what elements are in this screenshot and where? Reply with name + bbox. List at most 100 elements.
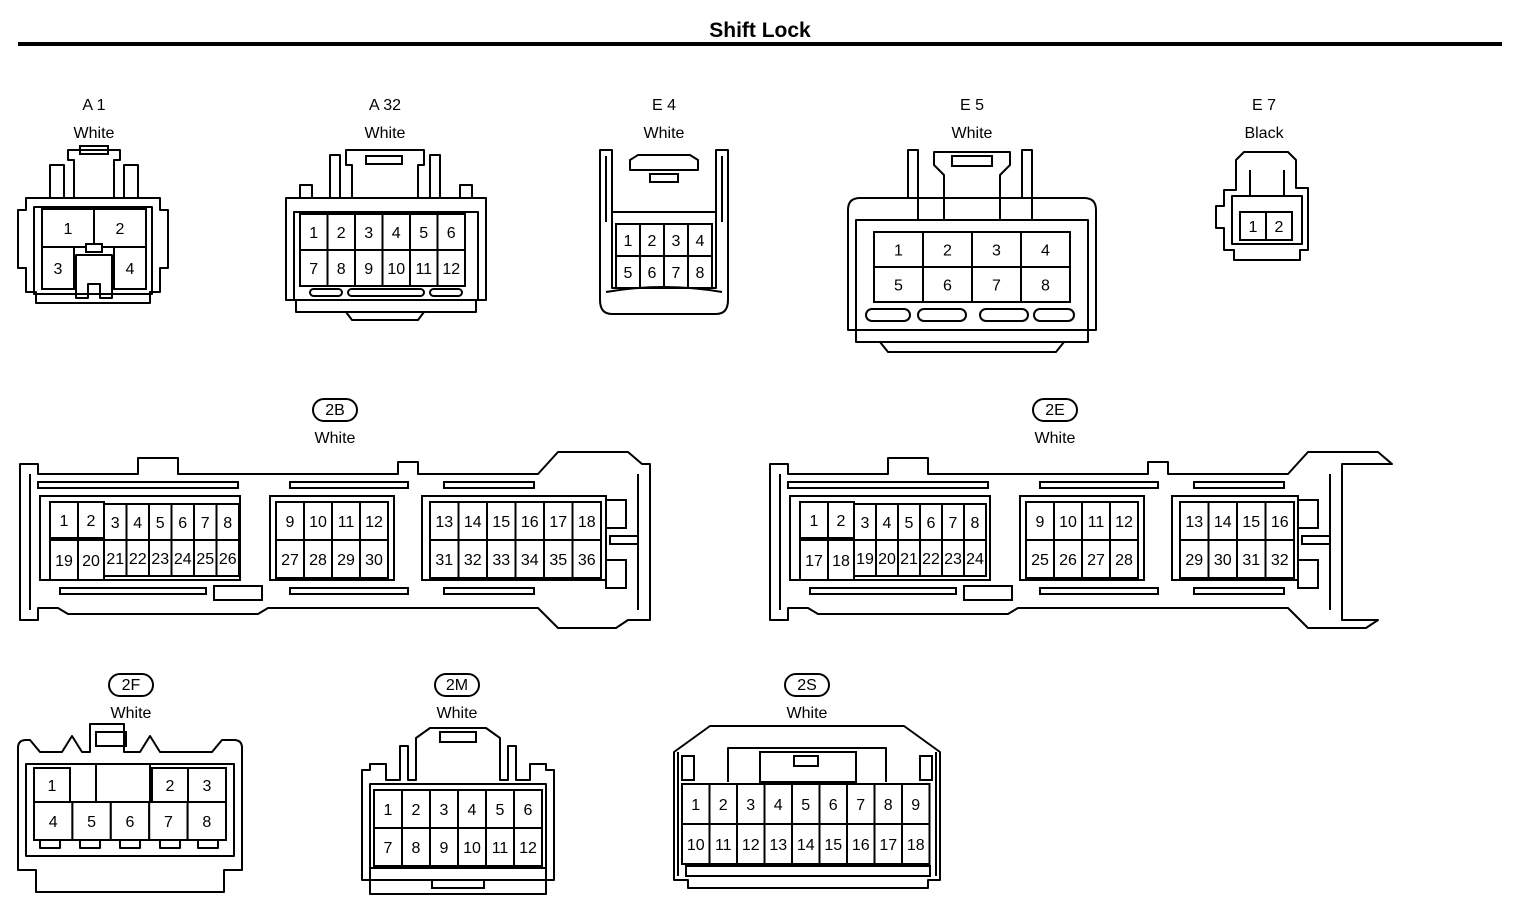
pin-number: 8 [971,515,980,532]
pin-cell: 24 [963,539,987,577]
housing-outline [67,149,121,198]
pin-number: 10 [387,261,405,278]
pin-number: 12 [519,840,537,857]
pin-box [359,539,389,579]
pin-cell: 6 [436,213,466,251]
pin-cell: 5 [409,213,439,251]
housing-part [365,155,403,165]
pin-number: 9 [286,514,295,531]
pin-cell: 32 [1264,539,1295,579]
pin-number: 25 [1031,552,1049,569]
pin-number: 5 [905,515,914,532]
housing-outline [599,149,729,315]
pin-number: 8 [696,265,705,282]
pin-cell: 6 [818,783,848,825]
pin-number: 6 [524,802,533,819]
housing-outline [369,867,547,881]
pin-cell: 24 [170,539,195,577]
housing-outline [75,254,113,299]
pin-number: 3 [440,802,449,819]
lock-slot [309,288,343,297]
pin-number: 1 [309,225,318,242]
pin-cell: 2 [639,223,665,257]
pin-box [513,827,543,867]
pin-cell: 8 [687,255,713,289]
pin-number: 7 [309,261,318,278]
pin-cell: 1 [49,501,79,539]
pin-number: 21 [900,551,918,568]
housing-part [609,535,639,545]
pin-cell: 16 [1264,501,1295,541]
pin-number: 22 [922,551,940,568]
pin-cell: 12 [736,823,766,865]
pin-cell: 28 [303,539,333,579]
pin-cell: 34 [514,539,545,579]
connector-name: 2B [325,402,345,419]
pin-number: 31 [1242,552,1260,569]
pin-cell: 2 [77,501,105,539]
pin-cell: 16 [846,823,876,865]
housing-part [1171,495,1299,581]
housing-outline [1215,151,1309,261]
housing-part [443,587,535,595]
housing-outline [159,840,181,849]
pin-cell: 27 [1081,539,1111,579]
pin-box [486,539,517,579]
pin-box [873,231,924,268]
pin-box [275,539,305,579]
housing-part [793,755,819,767]
pin-box [354,249,384,287]
pin-cell: 9 [354,249,384,287]
pin-box [1020,231,1071,268]
pin-cell: 6 [109,801,151,841]
pin-box [429,501,460,541]
pin-number: 8 [884,797,893,814]
housing-outline [727,747,887,782]
pin-box [186,801,228,841]
pin-number: 8 [202,814,211,831]
pin-number: 3 [203,778,212,795]
pin-cell: 18 [901,823,931,865]
pin-cell: 3 [971,231,1022,268]
pin-number: 17 [549,514,567,531]
pin-box [303,501,333,541]
pin-box [49,501,79,539]
pin-cell: 11 [409,249,439,287]
housing-part [1297,499,1319,529]
connector-code-oval [108,673,154,697]
pin-number: 9 [1036,514,1045,531]
pin-cell: 14 [457,501,488,541]
pin-cell: 9 [429,827,459,867]
pin-cell: 1 [41,208,95,248]
pin-number: 12 [365,514,383,531]
housing-part [1301,535,1331,545]
housing-outline [19,451,651,629]
pin-cell: 5 [148,503,173,541]
housing-part [951,155,993,167]
housing-part [963,585,1013,601]
lock-slot [979,308,1029,322]
pin-box [543,539,574,579]
pin-cell: 6 [922,266,973,303]
pin-box [971,266,1022,303]
housing-part [789,495,991,581]
pin-number: 7 [949,515,958,532]
pin-number: 31 [435,552,453,569]
connector-name: E 5 [960,97,984,114]
pin-number: 3 [861,515,870,532]
pin-cell: 8 [215,503,240,541]
housing-outline [847,197,1097,343]
housing-outline [79,840,101,849]
pin-number: 32 [464,552,482,569]
pin-cell: 13 [1179,501,1210,541]
pin-number: 2 [837,513,846,530]
housing-outline [605,286,723,293]
pin-number: 30 [365,552,383,569]
pin-box [1265,211,1293,241]
pin-cell: 7 [846,783,876,825]
pin-cell: 32 [457,539,488,579]
housing-outline [429,154,441,198]
pin-number: 10 [1059,514,1077,531]
